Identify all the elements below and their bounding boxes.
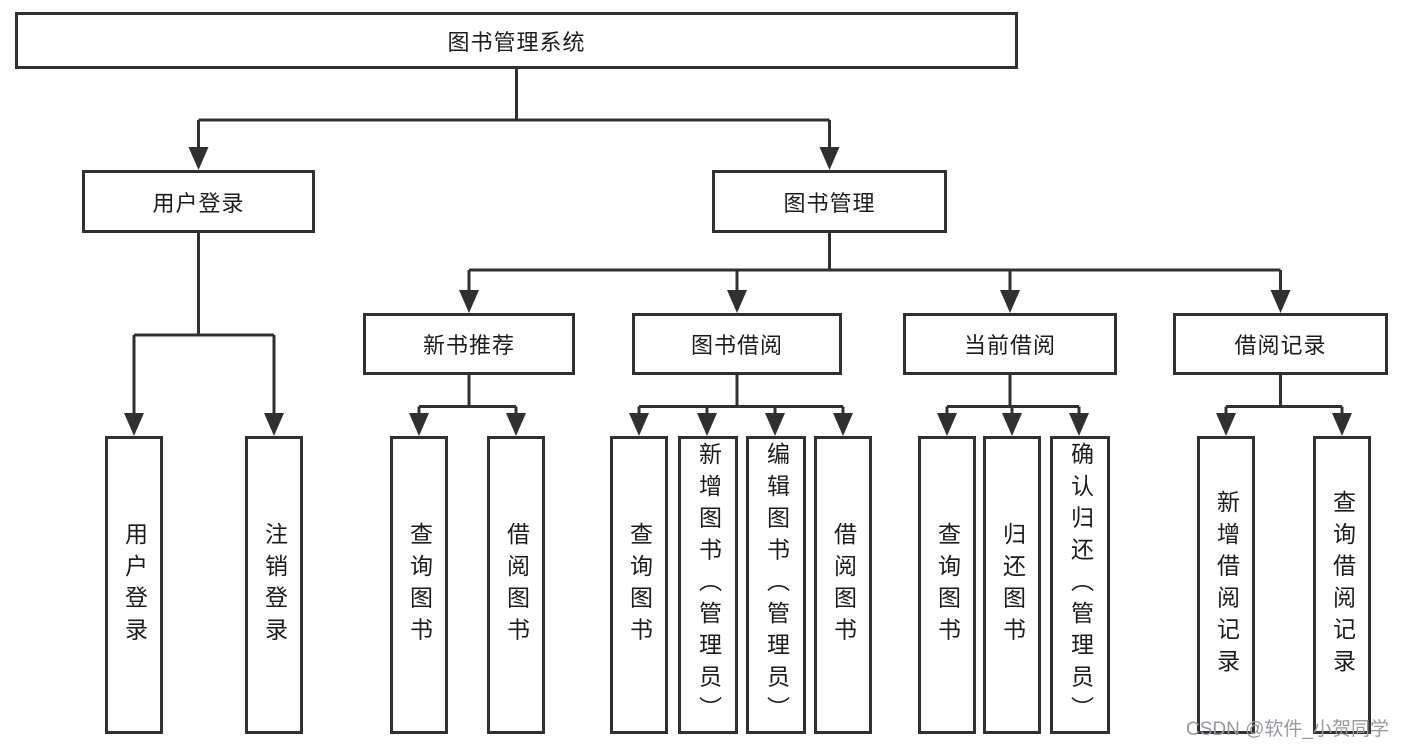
node-label: 编辑图书（管理员）	[763, 442, 790, 728]
leaf-query-books-borrow: 查询图书	[610, 436, 668, 734]
node-label: 查询图书	[934, 521, 961, 649]
leaf-logout: 注销登录	[245, 436, 303, 734]
leaf-confirm-return-admin: 确认归还（管理员）	[1050, 436, 1110, 734]
node-label: 注销登录	[261, 521, 288, 649]
connector-borrowrecord-group	[1216, 375, 1352, 436]
connector-currentborrow-group	[937, 375, 1089, 436]
connector-bookmgmt-to-level3	[459, 233, 1291, 313]
leaf-edit-book-admin: 编辑图书（管理员）	[746, 436, 806, 734]
node-label: 查询借阅记录	[1329, 489, 1356, 681]
leaf-return-book: 归还图书	[983, 436, 1041, 734]
node-root-library-system: 图书管理系统	[15, 12, 1018, 69]
connector-root-to-level2	[188, 69, 840, 170]
node-book-management: 图书管理	[712, 170, 947, 233]
connector-newbook-group	[409, 375, 526, 436]
leaf-query-borrow-record: 查询借阅记录	[1313, 436, 1371, 734]
node-label: 当前借阅	[963, 333, 1056, 358]
node-label: 新增借阅记录	[1213, 489, 1240, 681]
leaf-borrow-books-recommend: 借阅图书	[487, 436, 545, 734]
node-label: 新书推荐	[422, 333, 515, 358]
node-label: 确认归还（管理员）	[1067, 442, 1094, 728]
leaf-borrow-book: 借阅图书	[814, 436, 872, 734]
node-label: 图书管理	[783, 190, 876, 216]
node-label: 新增图书（管理员）	[695, 442, 722, 728]
node-label: 用户登录	[121, 521, 148, 649]
node-borrow-records: 借阅记录	[1173, 313, 1388, 375]
node-label: 借阅图书	[830, 521, 857, 649]
node-new-book-recommend: 新书推荐	[363, 313, 575, 375]
node-label: 图书借阅	[690, 333, 783, 358]
leaf-add-book-admin: 新增图书（管理员）	[678, 436, 738, 734]
node-label: 查询图书	[626, 521, 653, 649]
node-label: 图书管理系统	[447, 29, 586, 55]
leaf-user-login: 用户登录	[105, 436, 163, 734]
leaf-query-books-recommend: 查询图书	[390, 436, 448, 734]
node-label: 查询图书	[406, 521, 433, 649]
node-label: 借阅记录	[1234, 333, 1327, 358]
node-current-borrow: 当前借阅	[903, 313, 1117, 375]
node-book-borrow: 图书借阅	[632, 313, 842, 375]
node-label: 借阅图书	[503, 521, 530, 649]
csdn-watermark: CSDN @软件_小贺同学	[1186, 719, 1389, 740]
connector-bookborrow-group	[629, 375, 853, 436]
node-label: 用户登录	[152, 190, 245, 216]
connector-userlogin-group	[124, 233, 284, 436]
leaf-add-borrow-record: 新增借阅记录	[1197, 436, 1255, 734]
node-label: 归还图书	[999, 521, 1026, 649]
node-user-login: 用户登录	[82, 170, 315, 233]
leaf-query-books-current: 查询图书	[918, 436, 976, 734]
